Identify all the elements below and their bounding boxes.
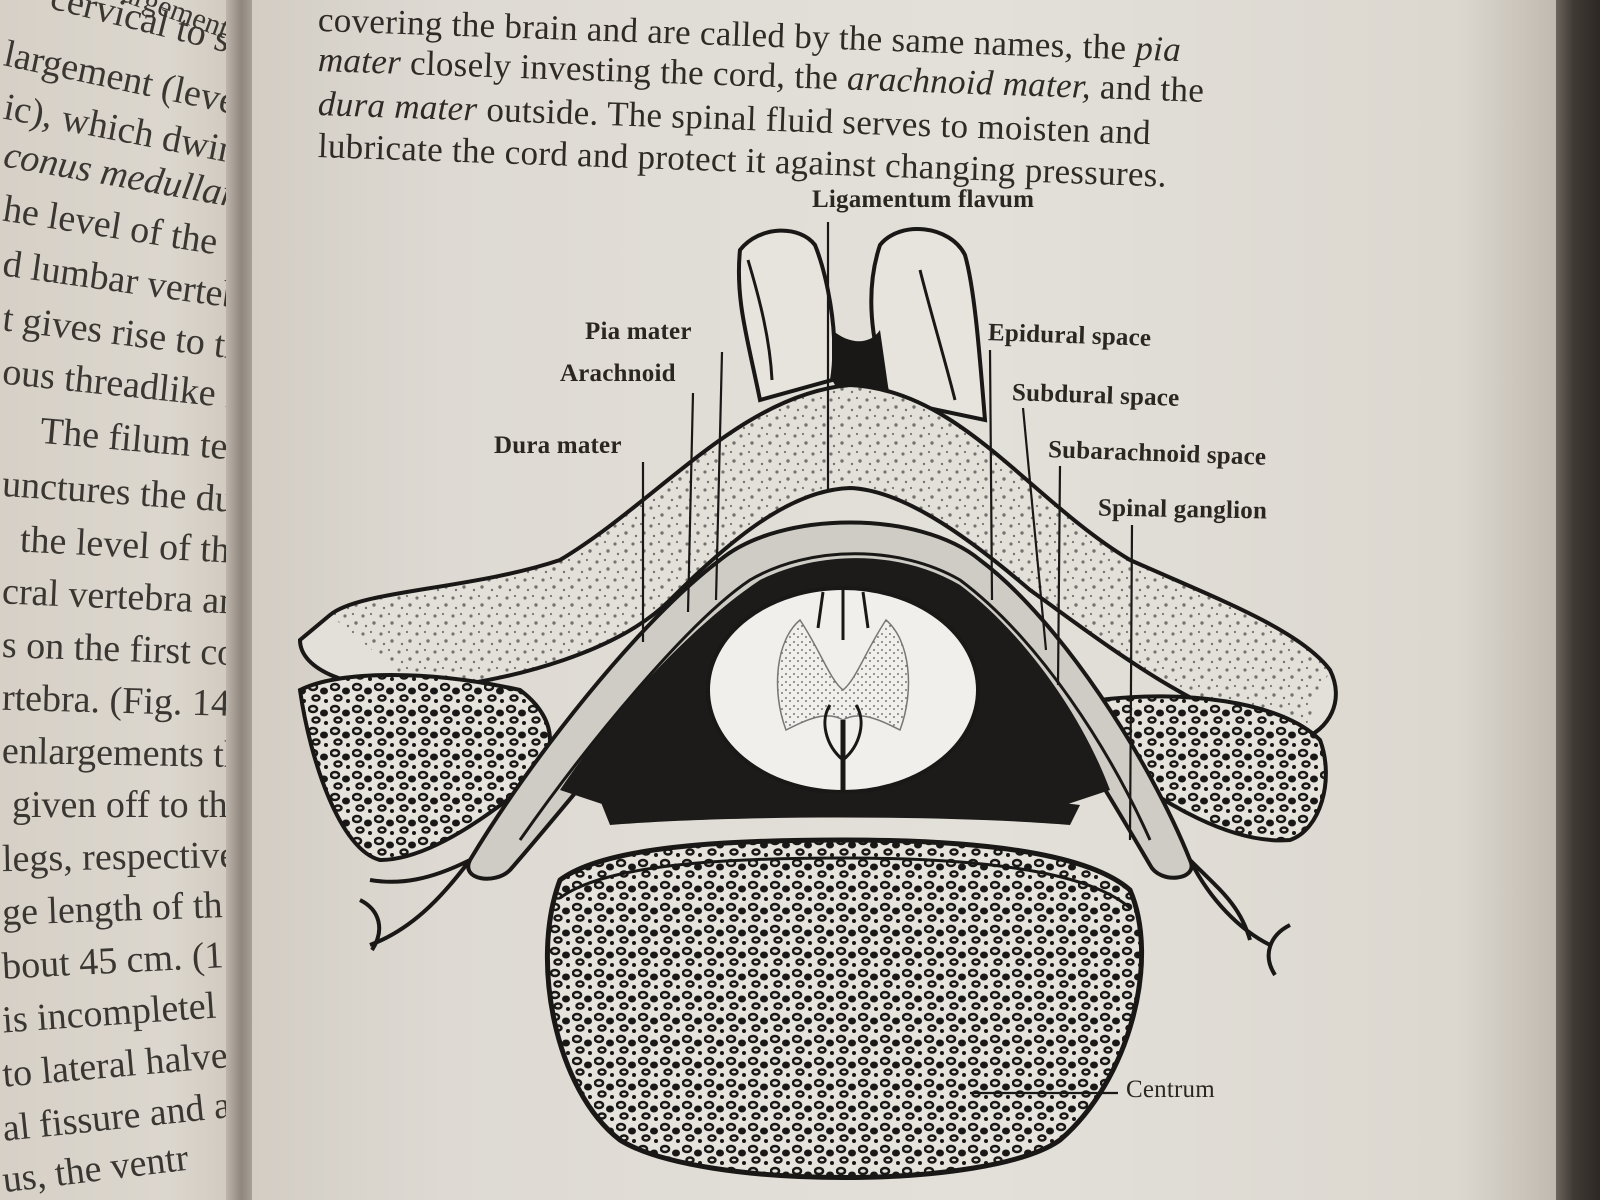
label-subdural-space: Subdural space <box>1011 379 1180 412</box>
label-ligamentum-flavum: Ligamentum flavum <box>812 186 1035 213</box>
label-arachnoid: Arachnoid <box>560 360 676 387</box>
left-line: given off to th <box>12 784 228 826</box>
page-edge <box>1556 0 1600 1200</box>
leader-lines <box>641 222 1134 1095</box>
label-pia-mater: Pia mater <box>585 318 692 345</box>
spinous-process-right <box>869 227 988 423</box>
label-dura-mater: Dura mater <box>494 432 622 459</box>
left-page: argement cervical to seco largement (lev… <box>0 0 240 1200</box>
label-centrum: Centrum <box>1126 1076 1215 1103</box>
gray-matter <box>776 618 910 732</box>
nerve-root-right <box>1188 858 1271 947</box>
centrum <box>544 837 1145 1180</box>
nerve-root-left <box>369 858 472 947</box>
label-spinal-ganglion: Spinal ganglion <box>1097 494 1268 525</box>
label-epidural-space: Epidural space <box>987 319 1152 352</box>
spinous-process-left <box>736 228 837 403</box>
